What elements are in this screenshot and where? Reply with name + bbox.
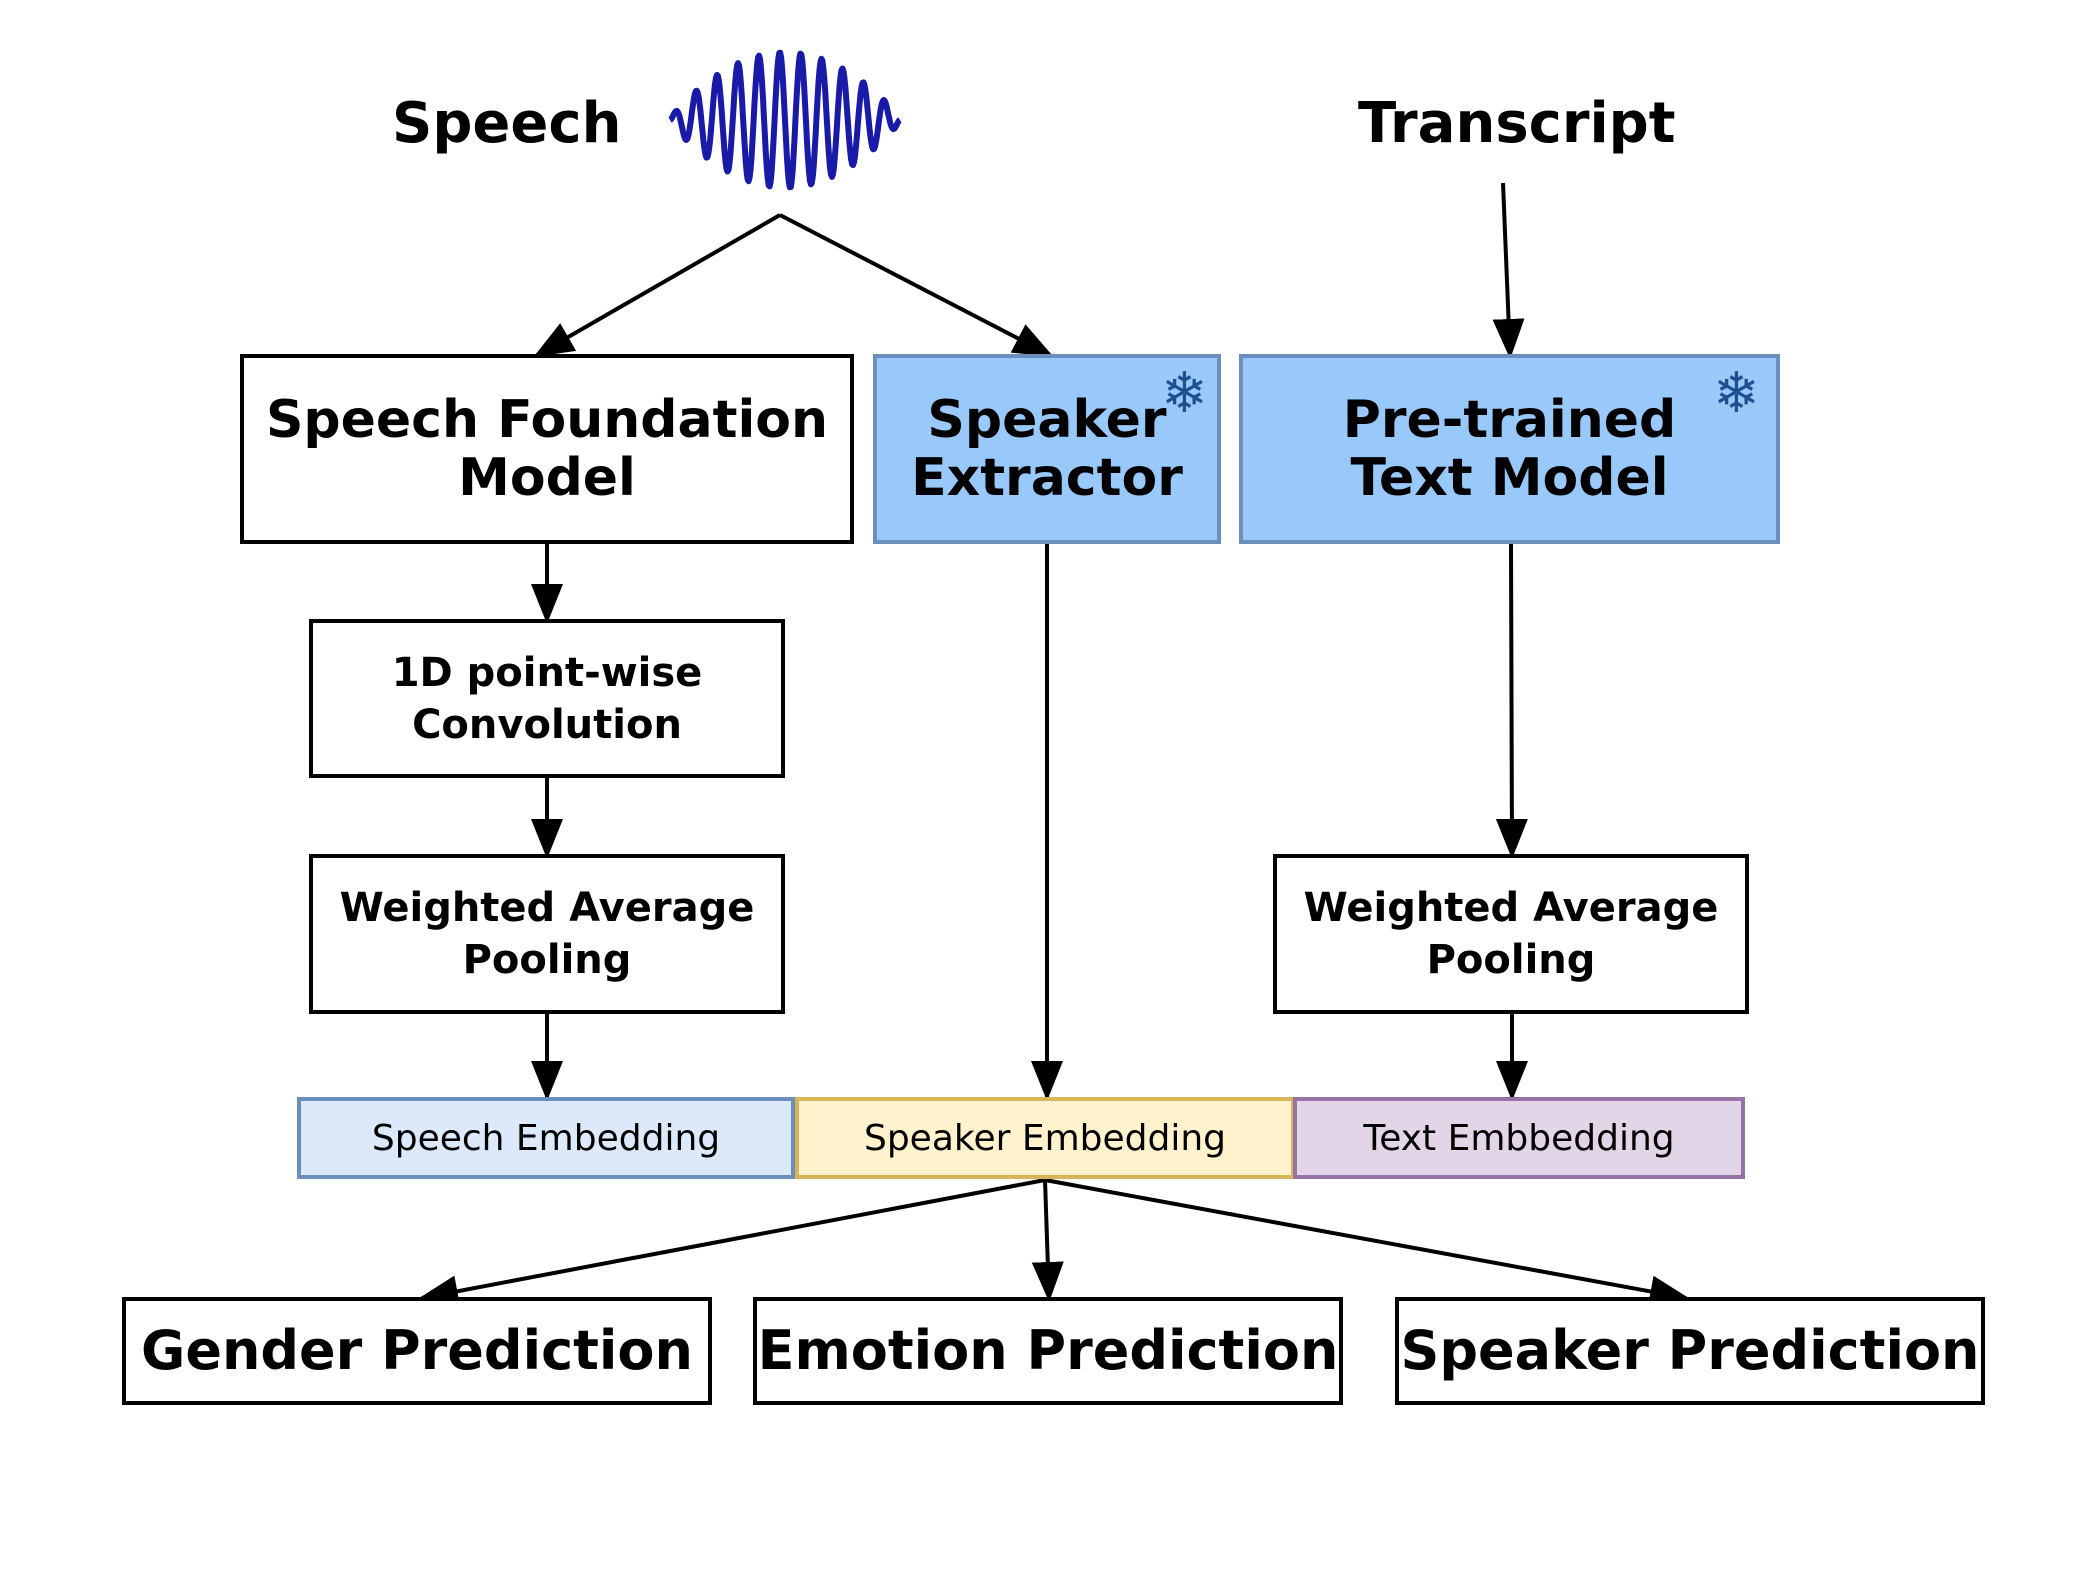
pretrained-text-model-box: Pre-trained Text Model ❄ bbox=[1239, 354, 1780, 544]
waveform-icon bbox=[668, 49, 902, 191]
speech-embedding-block: Speech Embedding bbox=[297, 1097, 795, 1179]
gender-prediction-label: Gender Prediction bbox=[141, 1319, 693, 1382]
arrow-speech-to-extractor bbox=[779, 213, 1054, 357]
speaker-extractor-box: Speaker Extractor ❄ bbox=[873, 354, 1221, 544]
arrow-emb-to-gender bbox=[418, 1178, 1046, 1308]
weighted-average-pooling-right-label: Weighted Average Pooling bbox=[1303, 885, 1719, 983]
text-embedding-block: Text Embbedding bbox=[1293, 1097, 1745, 1179]
gender-prediction-box: Gender Prediction bbox=[122, 1297, 712, 1405]
arrow-text-model-to-pool-right bbox=[1495, 542, 1528, 859]
speech-input-label: Speech bbox=[392, 91, 622, 156]
pretrained-text-model-label: Pre-trained Text Model bbox=[1342, 390, 1677, 508]
arrow-emb-to-speaker-pred bbox=[1044, 1178, 1690, 1308]
speaker-embedding-block: Speaker Embedding bbox=[795, 1097, 1295, 1179]
emotion-prediction-label: Emotion Prediction bbox=[757, 1319, 1339, 1382]
weighted-average-pooling-right-box: Weighted Average Pooling bbox=[1273, 854, 1749, 1014]
speaker-prediction-box: Speaker Prediction bbox=[1395, 1297, 1985, 1405]
transcript-input-label: Transcript bbox=[1358, 91, 1676, 156]
snowflake-icon: ❄ bbox=[1161, 361, 1208, 426]
pointwise-convolution-label: 1D point-wise Convolution bbox=[391, 649, 703, 748]
snowflake-icon: ❄ bbox=[1713, 361, 1760, 426]
speaker-prediction-label: Speaker Prediction bbox=[1400, 1319, 1980, 1382]
pointwise-convolution-box: 1D point-wise Convolution bbox=[309, 619, 785, 778]
emotion-prediction-box: Emotion Prediction bbox=[753, 1297, 1343, 1405]
speech-foundation-model-box: Speech Foundation Model bbox=[240, 354, 854, 544]
arrow-speech-to-foundation bbox=[533, 213, 781, 357]
weighted-average-pooling-left-label: Weighted Average Pooling bbox=[339, 885, 755, 983]
arrow-transcript-to-text-model bbox=[1492, 182, 1525, 359]
weighted-average-pooling-left-box: Weighted Average Pooling bbox=[309, 854, 785, 1014]
speech-foundation-model-label: Speech Foundation Model bbox=[265, 390, 829, 508]
speaker-extractor-label: Speaker Extractor bbox=[911, 390, 1183, 508]
arrow-emb-to-emotion bbox=[1031, 1179, 1064, 1302]
